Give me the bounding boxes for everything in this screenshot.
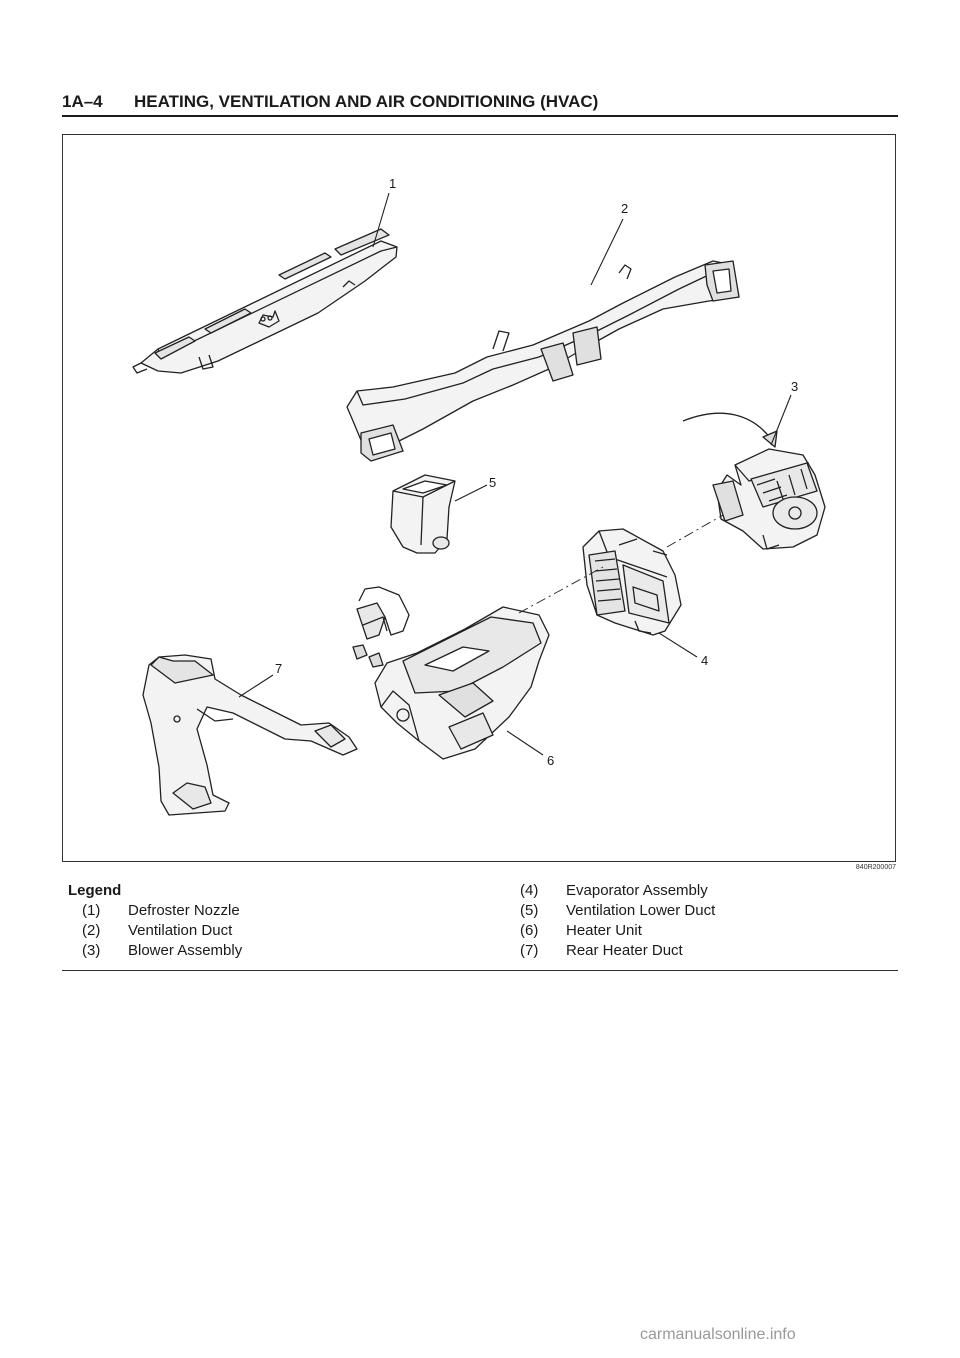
defroster-nozzle-drawing <box>132 228 398 374</box>
leader-line <box>454 484 488 502</box>
legend-item-text: Ventilation Duct <box>128 922 233 939</box>
legend-item-text: Blower Assembly <box>128 942 243 959</box>
legend-item-number: (4) <box>520 882 539 899</box>
ventilation-duct-drawing <box>346 260 740 462</box>
legend-item-number: (1) <box>82 902 101 919</box>
leader-line <box>372 192 390 248</box>
legend-title: Legend <box>68 882 122 899</box>
callout-5: 5 <box>489 475 496 490</box>
callout-3: 3 <box>791 379 798 394</box>
legend-item-text: Defroster Nozzle <box>128 902 240 919</box>
legend-item-number: (6) <box>520 922 539 939</box>
figure-code: 840R200007 <box>855 864 896 871</box>
footer-rule <box>62 970 898 971</box>
leader-line <box>770 394 792 446</box>
leader-line <box>238 674 274 698</box>
rear-heater-duct-drawing <box>142 654 358 816</box>
page-header: 1A–4 HEATING, VENTILATION AND AIR CONDIT… <box>62 86 898 120</box>
legend-item-number: (3) <box>82 942 101 959</box>
alignment-line <box>518 566 604 614</box>
leader-line <box>658 632 698 658</box>
header-rule <box>62 115 898 117</box>
leader-line <box>506 730 544 756</box>
page-number: 1A–4 <box>62 92 103 111</box>
callout-1: 1 <box>389 176 396 191</box>
evaporator-assembly-drawing <box>582 528 682 636</box>
blower-assembly-drawing <box>682 412 826 550</box>
legend-item-text: Ventilation Lower Duct <box>566 902 716 919</box>
alignment-line <box>666 514 724 548</box>
legend-item-number: (2) <box>82 922 101 939</box>
callout-2: 2 <box>621 201 628 216</box>
heater-unit-drawing <box>352 586 550 760</box>
callout-6: 6 <box>547 753 554 768</box>
legend-item-text: Evaporator Assembly <box>566 882 708 899</box>
legend-item-text: Rear Heater Duct <box>566 942 683 959</box>
legend-item-number: (5) <box>520 902 539 919</box>
ventilation-lower-duct-drawing <box>390 474 456 554</box>
page-title: HEATING, VENTILATION AND AIR CONDITIONIN… <box>134 92 599 111</box>
legend-item-number: (7) <box>520 942 539 959</box>
legend-item-text: Heater Unit <box>566 922 642 939</box>
callout-4: 4 <box>701 653 708 668</box>
hvac-exploded-diagram: 1 2 3 4 5 6 7 <box>132 176 826 816</box>
hvac-component-figure: 1 2 3 4 5 6 7 <box>62 134 896 862</box>
callout-7: 7 <box>275 661 282 676</box>
leader-line <box>590 218 624 286</box>
watermark: carmanualsonline.info <box>640 1326 796 1343</box>
